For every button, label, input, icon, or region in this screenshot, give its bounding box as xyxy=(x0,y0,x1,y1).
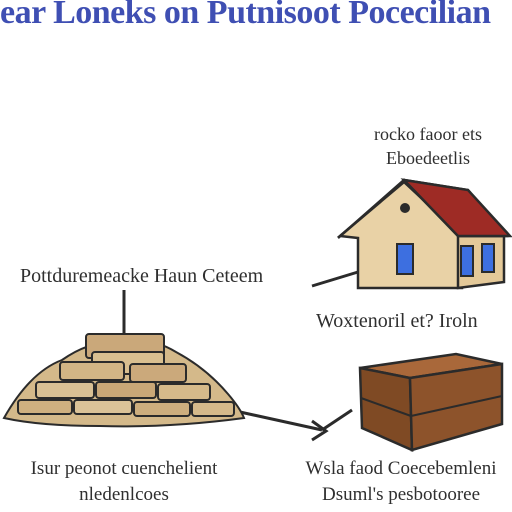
pile-label: Pottduremeacke Haun Ceteem xyxy=(20,265,264,287)
bottom-left-label-line1: Isur peonot cuenchelient xyxy=(30,458,218,479)
lumber-pile-icon xyxy=(2,333,246,428)
connector-house-label xyxy=(311,270,359,288)
house-top-label-line2: Eboedeetlis xyxy=(386,148,470,168)
bottom-right-label-line2: Dsuml's pesbotooree xyxy=(321,484,481,505)
box-top-label: Woxtenoril et? Iroln xyxy=(316,310,478,332)
bottom-right-label-line1: Wsla faod Coecebemleni xyxy=(305,458,497,479)
arrow-icon xyxy=(239,408,353,442)
diagram-title: ear Loneks on Putnisoot Pocecilian xyxy=(0,0,491,31)
box-icon xyxy=(358,352,504,452)
house-icon xyxy=(336,178,512,290)
house-top-label-line1: rocko faoor ets xyxy=(374,124,482,144)
bottom-left-label-line2: nledenlcoes xyxy=(79,484,169,505)
